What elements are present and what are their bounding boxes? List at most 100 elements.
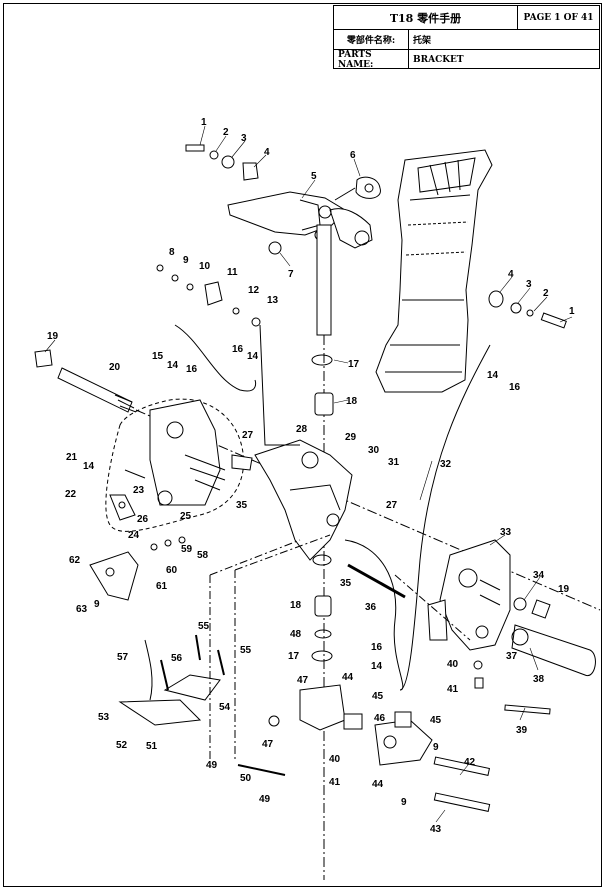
callout: 63 <box>76 604 88 615</box>
callout: 48 <box>290 629 302 640</box>
part-name-cn-value: 托架 <box>413 36 432 46</box>
callout: 31 <box>388 457 400 468</box>
callout: 6 <box>350 150 356 161</box>
callout: 44 <box>372 779 384 790</box>
callout: 19 <box>558 584 570 595</box>
callout: 34 <box>533 570 545 581</box>
callout: 61 <box>156 581 168 592</box>
callout: 13 <box>267 295 279 306</box>
manual-title: T18 零件手册 <box>334 6 518 29</box>
callout: 46 <box>374 713 386 724</box>
callout: 40 <box>447 659 459 670</box>
callout: 20 <box>109 362 121 373</box>
callout: 24 <box>128 530 140 541</box>
callout: 57 <box>117 652 129 663</box>
callout: 49 <box>259 794 271 805</box>
stern-bracket-left <box>105 398 245 532</box>
callout: 41 <box>329 777 341 788</box>
callout: 16 <box>509 382 521 393</box>
callout: 4 <box>508 269 514 280</box>
callout: 41 <box>447 684 459 695</box>
callout: 42 <box>464 757 476 768</box>
callout: 49 <box>206 760 218 771</box>
callout: 45 <box>430 715 442 726</box>
callout: 35 <box>236 500 248 511</box>
callout: 54 <box>219 702 231 713</box>
steering-bracket <box>227 176 381 249</box>
part-name-en-row: PARTS NAME: BRACKET <box>334 50 599 70</box>
callout: 14 <box>371 661 383 672</box>
callout: 16 <box>186 364 198 375</box>
title-block: T18 零件手册 PAGE 1 OF 41 零部件名称: 托架 PARTS NA… <box>333 5 600 70</box>
callout: 18 <box>290 600 302 611</box>
callout: 17 <box>348 359 360 370</box>
callout: 29 <box>345 432 357 443</box>
callout: 2 <box>543 288 549 299</box>
callout: 14 <box>167 360 179 371</box>
part-name-en-label: PARTS NAME: <box>334 50 409 70</box>
callout-labels: 1 2 3 4 5 6 7 8 9 10 11 12 13 4 3 2 1 19… <box>47 117 575 835</box>
callout: 9 <box>94 599 100 610</box>
part-name-en-value: BRACKET <box>413 54 464 65</box>
callout: 36 <box>365 602 377 613</box>
callout-leaders <box>44 125 573 823</box>
callout: 28 <box>296 424 308 435</box>
callout: 23 <box>133 485 145 496</box>
callout: 9 <box>401 797 407 808</box>
callout: 3 <box>526 279 532 290</box>
callout: 43 <box>430 824 442 835</box>
page-indicator: PAGE 1 OF 41 <box>523 12 594 23</box>
drive-shaft-housing <box>375 149 493 393</box>
callout: 1 <box>201 117 207 128</box>
callout: 44 <box>342 672 354 683</box>
callout: 9 <box>433 742 439 753</box>
callout: 32 <box>440 459 452 470</box>
callout: 27 <box>242 430 254 441</box>
callout: 1 <box>569 306 575 317</box>
stern-bracket-right <box>427 539 596 677</box>
callout: 14 <box>83 461 95 472</box>
callout: 26 <box>137 514 149 525</box>
callout: 17 <box>288 651 300 662</box>
callout: 52 <box>116 740 128 751</box>
part-name-cn-label: 零部件名称: <box>334 30 409 49</box>
callout: 9 <box>183 255 189 266</box>
callout: 22 <box>65 489 77 500</box>
callout: 19 <box>47 331 59 342</box>
callout: 59 <box>181 544 193 555</box>
callout: 45 <box>372 691 384 702</box>
callout: 47 <box>297 675 309 686</box>
callout: 15 <box>152 351 164 362</box>
callout: 14 <box>487 370 499 381</box>
callout: 62 <box>69 555 81 566</box>
callout: 55 <box>198 621 210 632</box>
callout: 8 <box>169 247 175 258</box>
callout: 55 <box>240 645 252 656</box>
callout: 47 <box>262 739 274 750</box>
callout: 12 <box>248 285 260 296</box>
part-name-cn-row: 零部件名称: 托架 <box>334 30 599 50</box>
callout: 38 <box>533 674 545 685</box>
top-fasteners <box>156 144 567 416</box>
callout: 60 <box>166 565 178 576</box>
trim-pin <box>347 563 406 599</box>
callout: 39 <box>516 725 528 736</box>
callout: 53 <box>98 712 110 723</box>
callout: 33 <box>500 527 512 538</box>
callout: 14 <box>247 351 259 362</box>
callout: 58 <box>197 550 209 561</box>
cable-lines <box>174 324 491 691</box>
callout: 2 <box>223 127 229 138</box>
callout: 18 <box>346 396 358 407</box>
title-row: T18 零件手册 PAGE 1 OF 41 <box>334 6 599 30</box>
drawing-frame <box>3 3 602 887</box>
callout: 56 <box>171 653 183 664</box>
lower-parts <box>268 595 551 812</box>
callout: 37 <box>506 651 518 662</box>
callout: 16 <box>371 642 383 653</box>
axis-lines <box>209 534 471 760</box>
swivel-bracket <box>231 439 353 566</box>
callout: 35 <box>340 578 352 589</box>
callout: 40 <box>329 754 341 765</box>
